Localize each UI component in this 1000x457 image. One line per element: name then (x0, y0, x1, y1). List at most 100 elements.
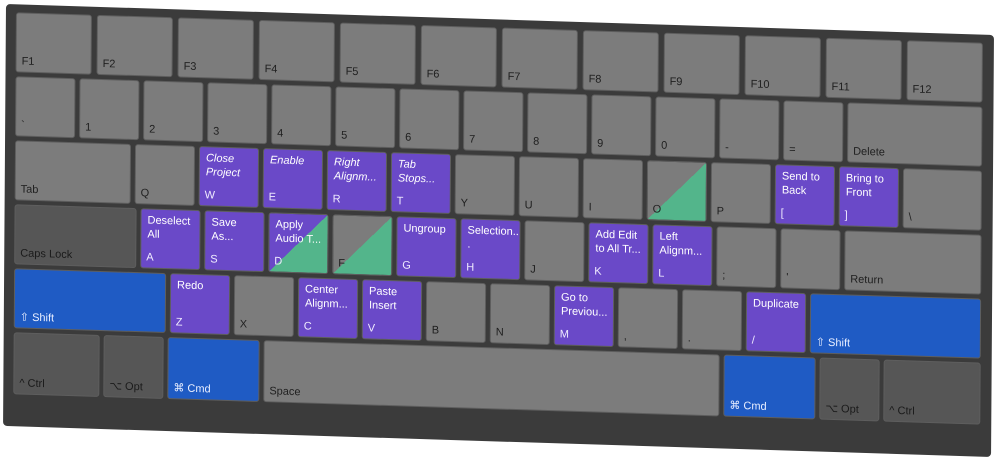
key-j[interactable]: J (524, 220, 585, 283)
key-right-opt[interactable]: ⌥ Opt (819, 357, 880, 422)
key-f2[interactable]: F2 (96, 14, 173, 78)
key-label: Z (175, 316, 183, 329)
key-label: D (274, 255, 283, 268)
key-c[interactable]: Center Alignm...C (297, 277, 359, 340)
key-l[interactable]: Left Alignm...L (652, 224, 713, 287)
key-label: I (588, 201, 592, 214)
key-1[interactable]: 1 (79, 78, 140, 141)
shortcut-command: Add Edit to All Tr... (595, 228, 641, 256)
key-minus[interactable]: - (719, 98, 780, 161)
shortcut-command: Selection... . (467, 224, 521, 251)
key-label: L (658, 267, 665, 280)
key-label: 5 (341, 129, 348, 142)
key-label: = (789, 143, 796, 156)
key-f3[interactable]: F3 (177, 17, 254, 80)
key-label: ] (844, 209, 848, 222)
key-q[interactable]: Q (134, 144, 196, 206)
key-6[interactable]: 6 (399, 88, 460, 151)
key-left-bracket[interactable]: Send to Back[ (774, 164, 836, 227)
key-r[interactable]: Right Alignm...R (326, 150, 388, 212)
key-label: E (268, 191, 277, 204)
key-p[interactable]: P (710, 162, 772, 225)
key-y[interactable]: Y (454, 154, 516, 216)
key-i[interactable]: I (582, 158, 644, 221)
key-4[interactable]: 4 (271, 84, 332, 147)
key-d[interactable]: Apply Audio T... D (268, 212, 329, 275)
key-s[interactable]: Save As...S (204, 210, 265, 273)
key-delete[interactable]: Delete (847, 102, 983, 167)
shortcut-command: Enable (269, 154, 305, 168)
key-comma[interactable]: , (617, 287, 679, 350)
key-label: F (338, 257, 346, 270)
key-label: . (687, 332, 691, 345)
shortcut-command: Apply Audio T... (275, 218, 322, 246)
key-label: F9 (669, 75, 683, 89)
key-f4[interactable]: F4 (258, 19, 335, 83)
key-left-ctrl[interactable]: ^ Ctrl (13, 332, 100, 397)
key-caps-lock[interactable]: Caps Lock (14, 204, 137, 269)
key-label: Y (460, 197, 469, 210)
key-f[interactable]: F (332, 214, 393, 277)
key-7[interactable]: 7 (463, 90, 524, 153)
shortcut-command: Paste Insert (368, 285, 398, 313)
key-semicolon[interactable]: ; (716, 226, 777, 289)
key-3[interactable]: 3 (207, 82, 268, 145)
key-f12[interactable]: F12 (906, 40, 983, 103)
key-f9[interactable]: F9 (663, 32, 740, 96)
shortcut-command: Go to Previou... (560, 291, 608, 319)
key-2[interactable]: 2 (143, 80, 204, 143)
key-label: G (402, 259, 411, 272)
key-space[interactable]: Space (263, 340, 720, 417)
key-8[interactable]: 8 (527, 92, 588, 155)
key-label: , (623, 330, 627, 343)
key-label: Space (269, 385, 301, 399)
key-f10[interactable]: F10 (744, 35, 821, 98)
key-left-shift[interactable]: ⇧ Shift (13, 268, 167, 334)
key-left-cmd[interactable]: ⌘ Cmd (167, 337, 260, 402)
key-left-opt[interactable]: ⌥ Opt (103, 335, 164, 399)
key-f8[interactable]: F8 (582, 30, 659, 93)
key-return[interactable]: Return (844, 230, 982, 295)
key-u[interactable]: U (518, 156, 580, 218)
key-equals[interactable]: = (783, 100, 844, 163)
key-f6[interactable]: F6 (420, 25, 497, 88)
key-f5[interactable]: F5 (339, 22, 416, 85)
key-m[interactable]: Go to Previou...M (553, 285, 615, 348)
key-n[interactable]: N (489, 283, 551, 346)
key-right-bracket[interactable]: Bring to Front] (838, 166, 900, 229)
key-backtick[interactable]: ` (15, 76, 76, 139)
key-b[interactable]: B (425, 281, 487, 344)
key-label: V (367, 322, 376, 335)
key-k[interactable]: Add Edit to All Tr...K (588, 222, 649, 285)
key-right-shift[interactable]: ⇧ Shift (809, 293, 982, 359)
key-right-ctrl[interactable]: ^ Ctrl (883, 359, 981, 425)
key-9[interactable]: 9 (591, 94, 652, 157)
key-5[interactable]: 5 (335, 86, 396, 149)
key-t[interactable]: Tab Stops...T (390, 152, 452, 214)
key-label: 3 (213, 125, 220, 138)
key-slash[interactable]: Duplicate/ (745, 291, 807, 354)
key-o[interactable]: O (646, 160, 708, 223)
key-0[interactable]: 0 (655, 96, 716, 159)
key-label: F4 (264, 63, 278, 76)
key-label: 4 (277, 127, 284, 140)
key-period[interactable]: . (681, 289, 743, 352)
key-f7[interactable]: F7 (501, 27, 578, 90)
key-label: Delete (853, 145, 885, 159)
key-h[interactable]: Selection... .H (460, 218, 521, 281)
key-right-cmd[interactable]: ⌘ Cmd (723, 354, 816, 420)
key-f11[interactable]: F11 (825, 37, 902, 101)
key-tab[interactable]: Tab (14, 140, 132, 204)
key-backslash[interactable]: \ (902, 168, 983, 231)
key-quote[interactable]: ' (780, 228, 841, 291)
key-label: 2 (149, 123, 156, 136)
key-label: F6 (426, 68, 440, 81)
key-f1[interactable]: F1 (15, 12, 92, 75)
key-x[interactable]: X (233, 275, 295, 338)
